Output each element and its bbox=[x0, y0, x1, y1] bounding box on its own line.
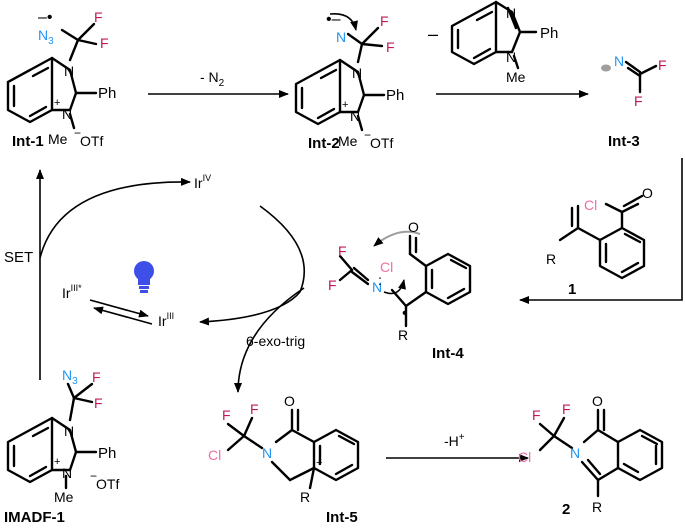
int2-n-atom: N bbox=[336, 29, 346, 45]
int5-label: Int-5 bbox=[326, 509, 358, 526]
int1-f-atom: F bbox=[94, 9, 103, 25]
imadf1-otf: OTf bbox=[96, 476, 119, 492]
product-2-cl-atom: Cl bbox=[518, 449, 531, 465]
compound-1-o-atom: O bbox=[642, 185, 653, 201]
product-2-o-atom: O bbox=[592, 393, 603, 409]
imadf1-ph-group: Ph bbox=[98, 445, 116, 462]
int5-n-atom: N bbox=[262, 445, 272, 461]
benzimidazole-n-atom: N bbox=[506, 5, 516, 21]
int5-structure bbox=[226, 408, 360, 490]
int4-o-atom: O bbox=[408, 219, 419, 235]
product-2-f-atom: F bbox=[532, 407, 541, 423]
product-2-n-atom: N bbox=[570, 445, 580, 461]
int4-f-atom: F bbox=[338, 243, 347, 259]
int2-n-atom: N bbox=[350, 108, 360, 124]
int4-f-atom: F bbox=[328, 277, 337, 293]
ir-iii-label: IrIII bbox=[158, 311, 174, 329]
minus-h-label: -H+ bbox=[444, 432, 465, 449]
int5-r-group: R bbox=[300, 489, 310, 505]
int1-minus-charge: − bbox=[74, 126, 81, 140]
benzimidazole-byproduct bbox=[450, 0, 538, 70]
int4-label: Int-4 bbox=[432, 345, 464, 362]
int3-f-atom: F bbox=[634, 93, 643, 109]
int1-n3-atom: N3 bbox=[38, 27, 54, 47]
int2-me-group: Me bbox=[338, 133, 358, 149]
int1-otf: OTf bbox=[80, 133, 103, 149]
compound-1-structure bbox=[558, 194, 646, 280]
int2-ph-group: Ph bbox=[386, 87, 404, 104]
imadf1-n3-atom: N3 bbox=[62, 367, 78, 387]
int2-f-atom: F bbox=[386, 39, 395, 55]
int3-n-atom: N bbox=[614, 53, 624, 69]
imadf1-f-atom: F bbox=[92, 369, 101, 385]
int1-me-group: Me bbox=[48, 131, 68, 147]
product-2-r-group: R bbox=[592, 499, 602, 515]
imadf1-minus-charge: − bbox=[90, 469, 97, 483]
int2-f-atom: F bbox=[380, 13, 389, 29]
int1-f-atom: F bbox=[100, 35, 109, 51]
int1-minus-dot: –• bbox=[38, 9, 53, 26]
int3-f-atom: F bbox=[658, 57, 667, 73]
benzimidazole-me-group: Me bbox=[506, 69, 526, 85]
int2-plus-charge: + bbox=[342, 99, 348, 111]
int1-n-atom: N bbox=[62, 106, 72, 122]
int2-n-atom: N bbox=[352, 65, 362, 81]
int4-r-group: R bbox=[398, 327, 408, 343]
int2-dot-minus: •– bbox=[326, 11, 341, 28]
int5-o-atom: O bbox=[284, 393, 295, 409]
imadf1-n-atom: N bbox=[64, 423, 74, 439]
int5-f-atom: F bbox=[222, 407, 231, 423]
int2-minus-charge: − bbox=[364, 128, 371, 142]
set-label: SET bbox=[4, 249, 33, 266]
int1-structure bbox=[6, 22, 98, 130]
ir-iii-star-label: IrIII* bbox=[62, 283, 82, 301]
light-bulb-icon bbox=[134, 261, 154, 293]
imadf1-n-atom: N bbox=[62, 465, 72, 481]
int4-structure bbox=[338, 230, 472, 328]
product-2-f-atom: F bbox=[562, 401, 571, 417]
compound-1-r-group: R bbox=[546, 251, 556, 267]
arrow-int3-to-int4 bbox=[519, 158, 683, 304]
ir-iv-label: IrIV bbox=[194, 173, 211, 191]
int1-ph-group: Ph bbox=[98, 85, 116, 102]
imadf1-f-atom: F bbox=[94, 395, 103, 411]
benzimidazole-ph-group: Ph bbox=[540, 25, 558, 42]
int1-n-atom: N bbox=[64, 63, 74, 79]
imadf1-plus-charge: + bbox=[54, 456, 60, 468]
compound-1-label: 1 bbox=[568, 281, 576, 298]
int4-n-atom: N bbox=[372, 279, 382, 295]
int3-structure bbox=[601, 60, 658, 94]
product-2-label: 2 bbox=[562, 501, 570, 518]
catalytic-cycle bbox=[39, 177, 305, 393]
minus-benzimidazole-sign: – bbox=[428, 24, 438, 44]
compound-1-cl-atom: Cl bbox=[584, 197, 597, 213]
imadf1-label: IMADF-1 bbox=[4, 509, 65, 526]
product-2-structure bbox=[538, 408, 664, 498]
int1-label: Int-1 bbox=[12, 133, 44, 150]
int5-cl-atom: Cl bbox=[208, 447, 221, 463]
int1-plus-charge: + bbox=[54, 97, 60, 109]
int5-plus-charge: + bbox=[316, 457, 322, 469]
minus-n2-label: - N2 bbox=[200, 69, 225, 89]
int4-lone-pair: : bbox=[378, 272, 382, 288]
imadf1-me-group: Me bbox=[54, 489, 74, 505]
imadf1-structure bbox=[6, 382, 98, 490]
int4-radical-dot: • bbox=[402, 305, 408, 322]
int2-otf: OTf bbox=[370, 135, 393, 151]
int5-f-atom: F bbox=[250, 401, 259, 417]
int3-label: Int-3 bbox=[608, 133, 640, 150]
int2-structure bbox=[294, 13, 386, 132]
int4-cl-atom: Cl bbox=[380, 259, 393, 275]
benzimidazole-n-atom: N bbox=[506, 49, 516, 65]
int2-label: Int-2 bbox=[308, 135, 340, 152]
exo-trig-label: 6-exo-trig bbox=[246, 333, 305, 349]
